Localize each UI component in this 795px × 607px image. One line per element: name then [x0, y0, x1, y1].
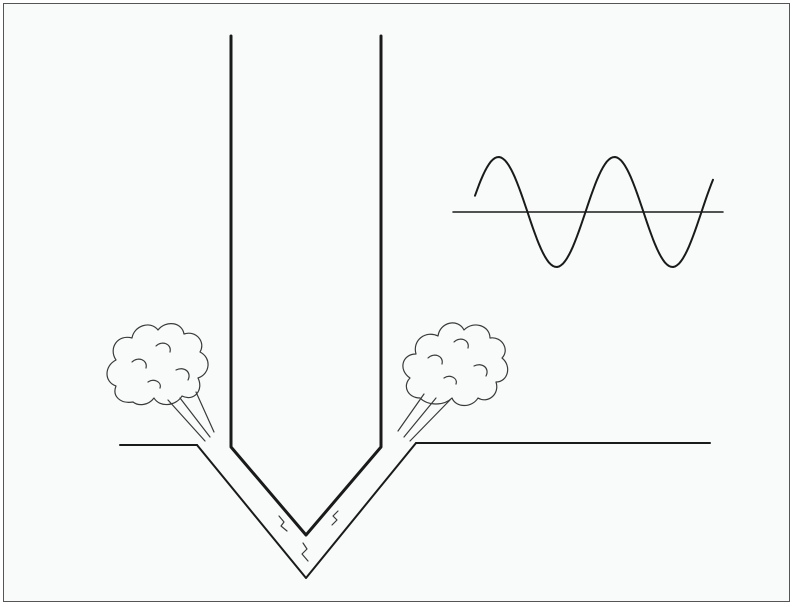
dust-cloud-left-outline — [107, 324, 208, 405]
dust-cloud-right — [398, 323, 508, 441]
v-shaped-crater — [197, 443, 416, 578]
dust-cloud-right-detail — [454, 339, 468, 348]
dust-cloud-left-detail — [132, 359, 146, 368]
crack-right — [332, 511, 338, 525]
dust-streak-left — [196, 392, 214, 432]
dust-streak-right — [398, 394, 424, 431]
dust-cloud-left — [107, 324, 214, 441]
dust-cloud-right-detail — [474, 365, 487, 376]
crack-left — [279, 516, 287, 531]
dust-cloud-left-detail — [156, 343, 170, 352]
dust-cloud-right-outline — [403, 323, 508, 406]
drill-bit — [231, 36, 381, 535]
dust-cloud-right-detail — [428, 355, 442, 364]
crack-marks — [279, 511, 338, 561]
dust-cloud-right-detail — [444, 376, 456, 384]
dust-cloud-left-detail — [176, 369, 189, 380]
dust-cloud-left-detail — [148, 380, 160, 388]
crack-lower — [302, 543, 308, 561]
